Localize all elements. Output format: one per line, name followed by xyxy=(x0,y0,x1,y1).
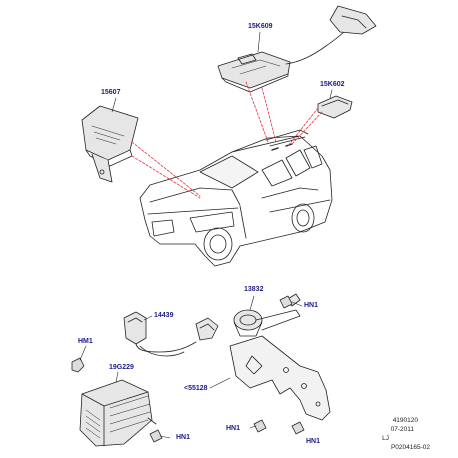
label-hn1-top: HN1 xyxy=(304,302,319,309)
fastener-hm1 xyxy=(71,357,85,373)
fastener-hn1-bottom-left xyxy=(253,419,267,433)
harness-14439 xyxy=(123,311,219,357)
module-15k602 xyxy=(317,95,353,119)
module-15k609 xyxy=(217,5,377,93)
label-hn1-siren: HN1 xyxy=(176,434,191,441)
label-14439: 14439 xyxy=(154,312,174,319)
vehicle-outline xyxy=(139,129,333,267)
label-55128: <55128 xyxy=(184,385,208,392)
label-15k609: 15K609 xyxy=(248,23,273,30)
label-hn1-bottom-left: HN1 xyxy=(226,425,241,432)
fastener-hn1-bottom-right xyxy=(291,421,305,435)
footer-drawing-ref: P0204165-02 xyxy=(390,444,430,451)
footer-date: 07-2011 xyxy=(390,426,414,433)
label-13832: 13832 xyxy=(244,286,264,293)
label-19g229: 19G229 xyxy=(109,364,134,371)
location-leaders-red xyxy=(131,81,323,199)
leader-lines xyxy=(79,31,333,439)
fastener-hn1-top xyxy=(279,295,293,309)
module-15607 xyxy=(81,105,139,183)
fastener-hn1-siren xyxy=(149,429,163,443)
footer-code: 4190120 xyxy=(392,417,418,424)
label-15k602: 15K602 xyxy=(320,81,345,88)
label-hn1-bottom-right: HN1 xyxy=(306,438,321,445)
footer-initials: LJ xyxy=(382,435,389,442)
siren-19g229 xyxy=(79,379,157,447)
label-hm1: HM1 xyxy=(78,338,93,345)
label-15607: 15607 xyxy=(101,89,121,96)
horn-13832-assembly xyxy=(229,293,331,421)
